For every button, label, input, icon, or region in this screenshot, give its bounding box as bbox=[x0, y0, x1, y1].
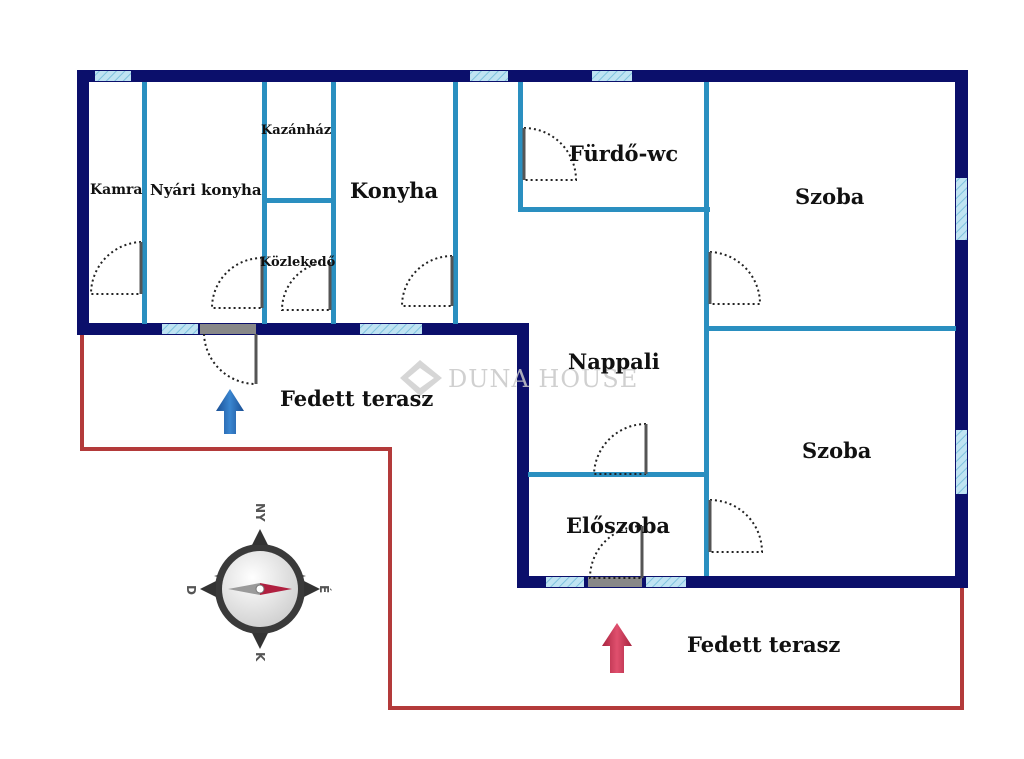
entrance-arrow-red-icon bbox=[602, 623, 632, 673]
window bbox=[95, 71, 131, 81]
window bbox=[646, 577, 686, 587]
window bbox=[956, 430, 967, 494]
compass-south-label: K bbox=[253, 652, 267, 662]
windows bbox=[95, 71, 967, 587]
terrace-outline bbox=[80, 333, 964, 710]
compass-icon: NY É K D bbox=[184, 503, 332, 662]
room-label-szoba-1: Szoba bbox=[795, 184, 865, 209]
door-swings bbox=[89, 127, 764, 579]
room-label-nyari-konyha: Nyári konyha bbox=[150, 181, 262, 199]
room-label-szoba-2: Szoba bbox=[802, 438, 872, 463]
room-label-fedett-terasz-2: Fedett terasz bbox=[687, 632, 840, 657]
window bbox=[546, 577, 584, 587]
room-labels: Kamra Nyári konyha Kazánház Közlekedő Ko… bbox=[90, 123, 872, 657]
door-leaves bbox=[139, 128, 712, 578]
room-label-furdo-wc: Fürdő-wc bbox=[569, 141, 678, 166]
compass-east-label: É bbox=[317, 585, 332, 593]
room-label-kamra: Kamra bbox=[90, 182, 143, 198]
door-opening bbox=[588, 577, 642, 587]
window bbox=[162, 324, 198, 334]
watermark: DUNA HOUSE bbox=[400, 360, 638, 396]
window bbox=[470, 71, 508, 81]
window bbox=[360, 324, 422, 334]
entrance-arrow-blue-icon bbox=[216, 389, 244, 434]
room-label-fedett-terasz-1: Fedett terasz bbox=[280, 386, 433, 411]
compass-needle-west bbox=[228, 583, 260, 595]
compass-west-label: D bbox=[184, 585, 198, 595]
room-label-konyha: Konyha bbox=[350, 178, 439, 203]
room-label-nappali: Nappali bbox=[568, 349, 660, 374]
door-opening bbox=[200, 324, 256, 334]
inner-walls bbox=[142, 82, 956, 576]
room-label-eloszoba: Előszoba bbox=[566, 513, 670, 538]
compass-north-label: NY bbox=[253, 503, 267, 522]
room-label-kazanhaz: Kazánház bbox=[261, 123, 331, 138]
window bbox=[956, 178, 967, 240]
watermark-text: DUNA HOUSE bbox=[448, 365, 638, 393]
compass-needle-east bbox=[260, 583, 292, 595]
duna-house-logo-icon bbox=[400, 360, 442, 396]
room-label-kozlekedo: Közlekedő bbox=[260, 255, 336, 270]
window bbox=[592, 71, 632, 81]
